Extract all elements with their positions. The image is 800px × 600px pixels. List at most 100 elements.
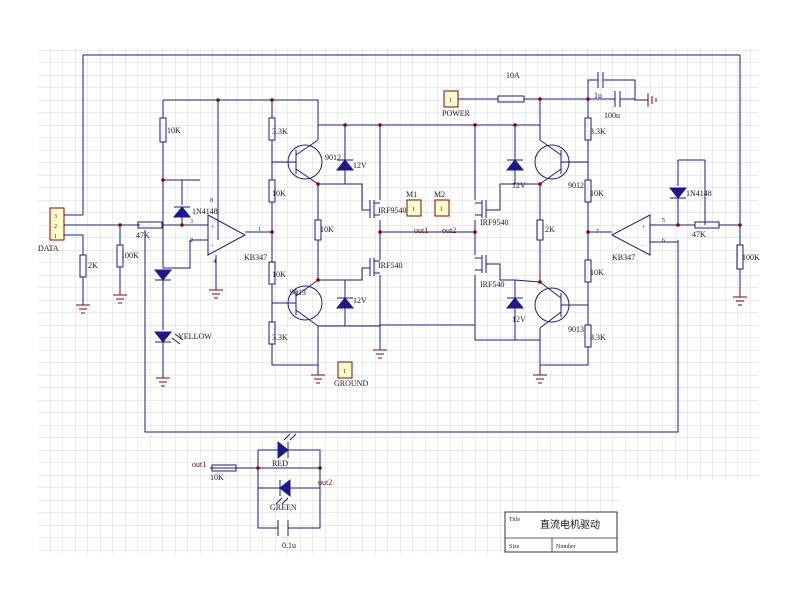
pin-7: 7 — [596, 229, 599, 235]
resistor-2k-left — [76, 254, 90, 314]
pin-3: 3 — [190, 219, 193, 225]
irf9540-l-label: IRF9540 — [378, 206, 406, 215]
left-stage — [218, 99, 380, 384]
opamp-right-label: KB347 — [612, 253, 635, 262]
pin-5: 5 — [662, 218, 665, 224]
r-10k-r1-label: 10K — [590, 189, 604, 198]
svg-text:-: - — [211, 243, 213, 249]
led-yellow-label: YELLOW — [178, 332, 212, 341]
v12-tl-label: 12V — [353, 161, 367, 170]
r-2k-left-label: 2K — [88, 261, 98, 270]
led-green-icon — [275, 478, 291, 505]
m2-label: M2 — [434, 190, 445, 199]
pin-4: 4 — [213, 259, 216, 265]
ground-label: GROUND — [334, 379, 368, 388]
q9013-r-label: 9013 — [568, 325, 584, 334]
svg-text:1: 1 — [412, 207, 415, 213]
pin-1: 1 — [258, 227, 261, 233]
v12-br-label: 12V — [512, 315, 526, 324]
svg-text:1: 1 — [449, 98, 452, 104]
out2-label: out2 — [442, 226, 456, 235]
blank-corner — [620, 480, 800, 600]
svg-text:1: 1 — [343, 369, 346, 375]
junction-nodes — [118, 97, 742, 470]
mosfets-right — [380, 124, 540, 341]
svg-text:+: + — [211, 225, 215, 231]
svg-text:2: 2 — [54, 224, 57, 230]
r-10k-left-label: 10K — [167, 126, 181, 135]
diode-chain-left — [153, 180, 173, 330]
r-33k-bl-label: 3.3K — [272, 333, 288, 342]
r-33k-tl-label: 3.3K — [272, 127, 288, 136]
r-10k-l1-label: 10K — [272, 189, 286, 198]
right-stage — [505, 99, 612, 384]
q9012-r-label: 9012 — [568, 181, 584, 190]
led-indicator-circuit — [210, 449, 321, 536]
r-10k-mid-label: 10K — [320, 225, 334, 234]
r-10k-r2-label: 10K — [590, 268, 604, 277]
led-red-icon — [277, 433, 297, 460]
title-block: Title 直流电机驱动 Size Number — [504, 511, 618, 553]
ground-terminal[interactable]: 1 — [337, 361, 353, 379]
out2-b-label: out2 — [318, 478, 332, 487]
resistor-100k-left — [113, 225, 127, 304]
r-33k-br-label: 3.3K — [590, 333, 606, 342]
cap-100u-label: 100u — [604, 111, 620, 120]
terminal-m1[interactable]: 1 — [406, 199, 422, 217]
opamp-left-feedback — [163, 240, 191, 269]
title-value: 直流电机驱动 — [540, 518, 600, 531]
wires-outer — [82, 54, 741, 433]
led-green-label: GREEN — [270, 503, 297, 512]
r-47k-right-label: 47K — [692, 230, 706, 239]
power-terminal[interactable]: 1 — [443, 90, 498, 108]
irf540-r-label: IRF540 — [480, 280, 504, 289]
m1-label: M1 — [406, 190, 417, 199]
q9013-l-label: 9013 — [290, 288, 306, 297]
irf540-l-label: IRF540 — [378, 261, 402, 270]
opamp-right[interactable]: + - — [610, 214, 678, 256]
svg-text:3: 3 — [54, 214, 57, 220]
data-connector[interactable]: 3 2 1 — [49, 207, 140, 255]
irf9540-r-label: IRF9540 — [480, 218, 508, 227]
capacitors-power — [587, 72, 657, 107]
opamp-left[interactable]: + - — [190, 214, 268, 299]
led-yellow-icon — [153, 331, 184, 387]
diode-1n4148-left — [172, 180, 192, 225]
svg-text:1: 1 — [54, 234, 57, 240]
out1-b-label: out1 — [192, 460, 206, 469]
opamp-left-label: KB347 — [244, 253, 267, 262]
title-label: Title — [509, 517, 520, 523]
r-100k-left-label: 100K — [121, 251, 139, 260]
power-label: POWER — [442, 109, 471, 118]
d-1n4148-left-label: 1N4148 — [192, 207, 218, 216]
svg-text:1: 1 — [440, 207, 443, 213]
r-47k-left-label: 47K — [136, 231, 150, 240]
r-10k-b-label: 10K — [210, 473, 224, 482]
q9012-l-label: 9012 — [325, 153, 341, 162]
v12-bl-label: 12V — [353, 296, 367, 305]
r-2k-mid-label: 2K — [545, 225, 555, 234]
terminal-m2[interactable]: 1 — [434, 199, 450, 217]
cap-1u-label: 1u — [594, 91, 602, 100]
fuse-label: 10A — [506, 71, 520, 80]
grid-background — [38, 48, 758, 553]
mosfets-left — [345, 125, 475, 359]
out1-label: out1 — [414, 226, 428, 235]
number-label: Number — [556, 544, 576, 550]
pin-2: 2 — [190, 238, 193, 244]
led-red-label: RED — [272, 459, 288, 468]
svg-text:-: - — [642, 243, 644, 249]
r-10k-l2-label: 10K — [272, 270, 286, 279]
d-1n4148-right-label: 1N4148 — [686, 189, 712, 198]
r-33k-tr-label: 3.3K — [590, 127, 606, 136]
pin-8: 8 — [210, 198, 213, 204]
data-label: DATA — [38, 244, 59, 253]
r-100k-right-label: 100K — [742, 253, 760, 262]
svg-text:+: + — [642, 225, 646, 231]
cap-01u-label: 0.1u — [282, 541, 296, 550]
v12-tr-label: 12V — [512, 181, 526, 190]
pin-6: 6 — [662, 238, 665, 244]
size-label: Size — [509, 544, 520, 550]
